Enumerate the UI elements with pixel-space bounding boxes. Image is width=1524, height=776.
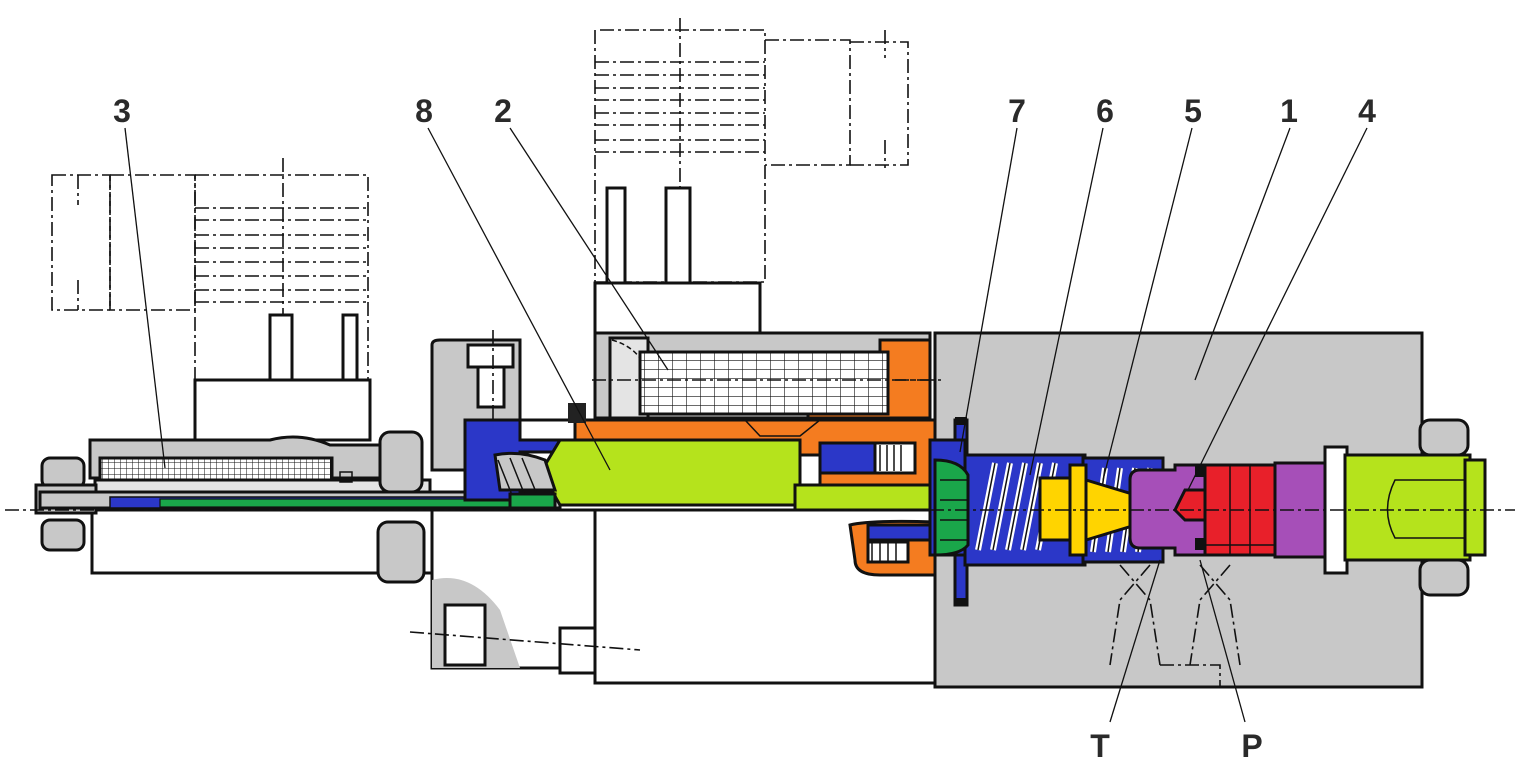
seal-green bbox=[933, 458, 970, 557]
callout-5: 5 bbox=[1184, 93, 1202, 129]
callout-3: 3 bbox=[113, 93, 131, 129]
callout-T: T bbox=[1090, 728, 1110, 764]
left-connector-pins bbox=[268, 313, 359, 382]
leader-lines bbox=[124, 127, 1368, 723]
screw-plug-upper bbox=[818, 441, 917, 475]
spring-seat-yellow bbox=[1038, 463, 1088, 557]
armature-8 bbox=[493, 438, 942, 512]
solenoid-left-3 bbox=[34, 378, 562, 584]
callout-4: 4 bbox=[1358, 93, 1376, 129]
callout-2: 2 bbox=[494, 93, 512, 129]
callout-P: P bbox=[1241, 728, 1262, 764]
solenoid-coil-top bbox=[592, 281, 945, 420]
callout-7: 7 bbox=[1008, 93, 1026, 129]
top-connector-pins bbox=[605, 186, 692, 285]
callout-1: 1 bbox=[1280, 93, 1298, 129]
callout-6: 6 bbox=[1096, 93, 1114, 129]
screw-plug-lower bbox=[848, 519, 937, 577]
spring-6 bbox=[975, 462, 1058, 551]
callout-8: 8 bbox=[415, 93, 433, 129]
